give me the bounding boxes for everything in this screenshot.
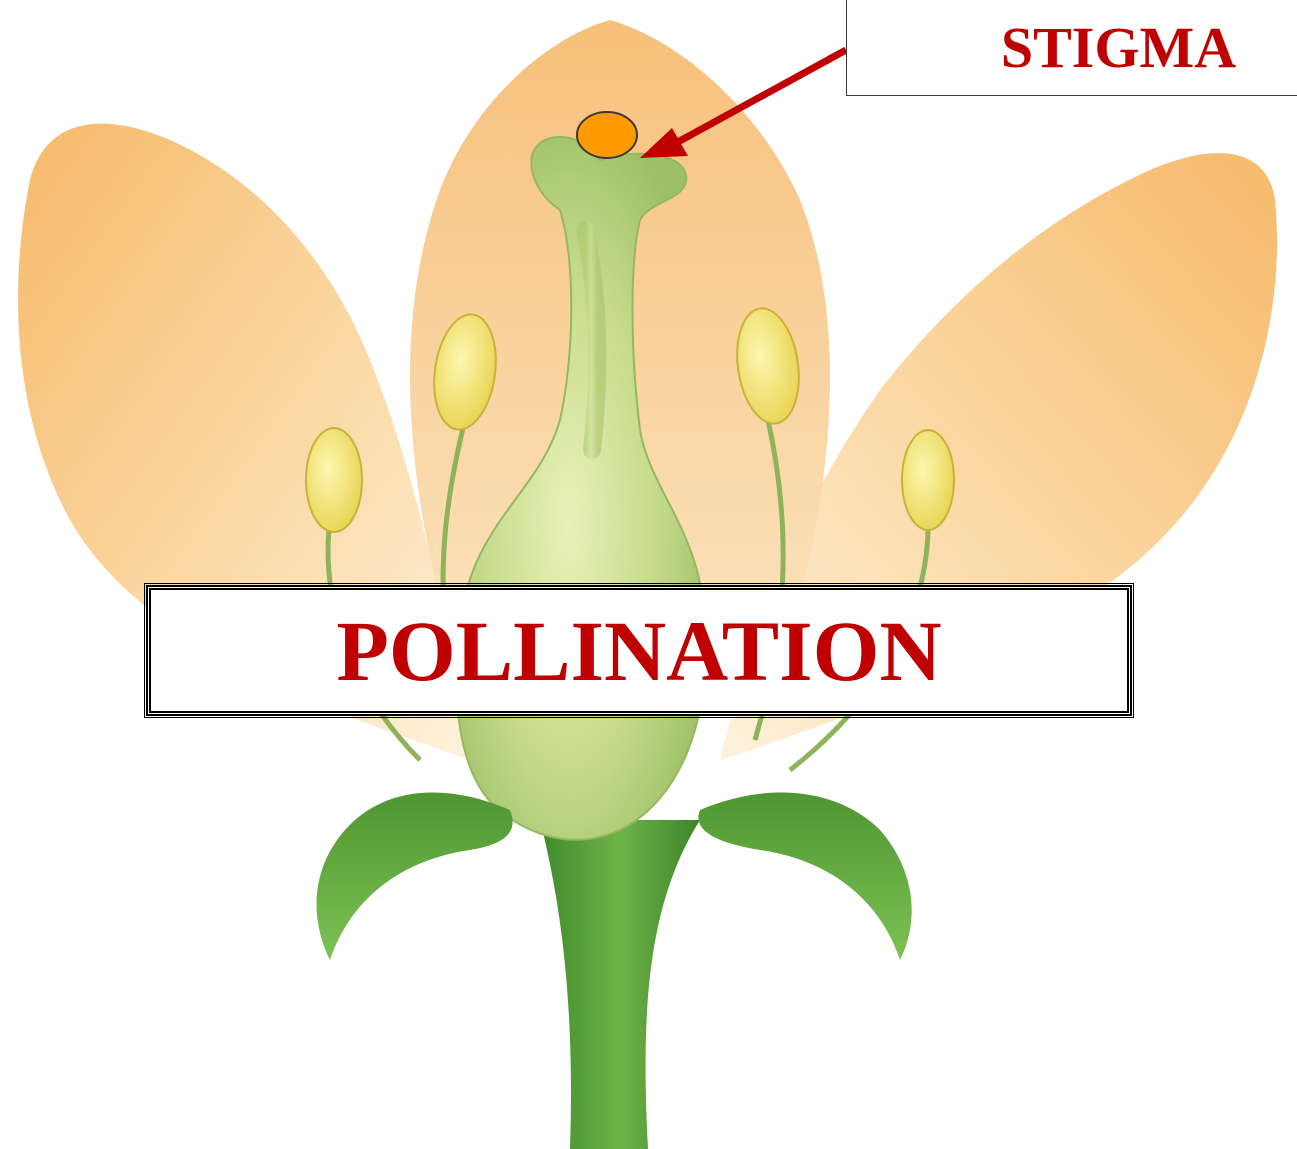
title-box: POLLINATION	[146, 585, 1132, 716]
sepal-left	[316, 793, 512, 960]
stem	[540, 820, 700, 1149]
stigma-label: STIGMA	[846, 0, 1297, 96]
anther-1	[306, 428, 362, 532]
stigma-label-text: STIGMA	[1001, 14, 1236, 81]
diagram-title: POLLINATION	[336, 601, 941, 701]
pollen-grain-icon	[577, 112, 637, 158]
sepal-right	[698, 793, 911, 960]
anther-4	[902, 430, 954, 530]
